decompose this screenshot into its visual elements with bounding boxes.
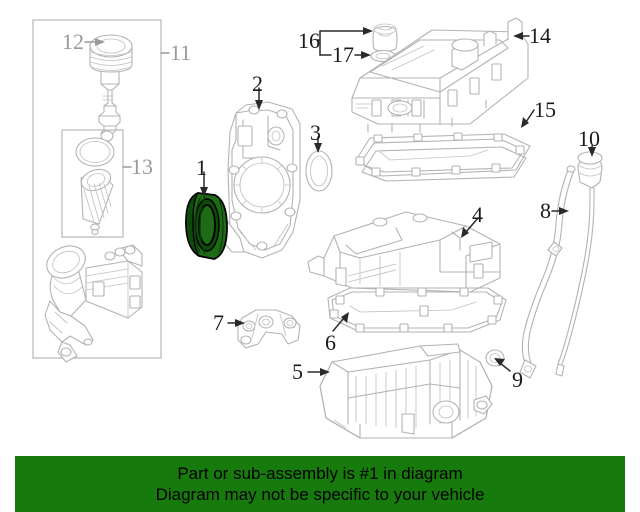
leader-16: [317, 27, 373, 56]
callout-2: 2: [252, 71, 263, 96]
banner-line-1: Part or sub-assembly is #1 in diagram: [177, 463, 463, 483]
callout-13: 13: [131, 154, 153, 179]
group-oil-filter-housing-assembly: [32, 19, 162, 363]
part-crankshaft-pulley-highlighted: [185, 192, 228, 260]
leader-7: [227, 319, 245, 327]
part-lower-oil-pan: [319, 343, 493, 439]
part-cylinder-head-cover: [351, 17, 529, 133]
leader-9: [494, 358, 511, 372]
part-dipstick-guide-tube: [519, 165, 576, 379]
banner-line-2: Diagram may not be specific to your vehi…: [155, 485, 485, 504]
callout-1: 1: [196, 155, 207, 180]
callout-14: 14: [529, 23, 551, 48]
leader-1: [200, 171, 208, 197]
callout-7: 7: [213, 310, 224, 335]
part-upper-oil-pan: [307, 211, 501, 293]
callout-12: 12: [62, 29, 84, 54]
leader-2: [255, 87, 263, 110]
callout-17: 17: [332, 42, 354, 67]
part-oil-filter-cap: [89, 34, 133, 142]
leader-6: [332, 312, 349, 332]
part-oil-filler-cap: [372, 23, 398, 53]
callout-10: 10: [578, 126, 600, 151]
callout-16: 16: [298, 28, 320, 53]
part-cylinder-head-cover-gasket: [355, 132, 531, 182]
leader-10: [588, 145, 596, 157]
callout-6: 6: [325, 330, 336, 355]
group-oil-filter-element-kit: [61, 129, 124, 238]
callout-8: 8: [540, 198, 551, 223]
highlight-note-banner: Part or sub-assembly is #1 in diagram Di…: [15, 456, 625, 512]
callout-9: 9: [512, 367, 523, 392]
leader-4: [461, 217, 479, 238]
part-oil-filter-housing-body: [44, 244, 143, 363]
callout-4: 4: [472, 202, 483, 227]
leader-15: [521, 109, 535, 128]
part-mounting-bracket: [237, 309, 301, 349]
part-front-crankshaft-seal: [305, 150, 333, 192]
callout-3: 3: [310, 120, 321, 145]
part-filter-o-ring: [75, 137, 115, 167]
callout-5: 5: [292, 359, 303, 384]
part-filter-element: [80, 168, 114, 225]
part-oil-level-dipstick: [555, 151, 603, 377]
leader-3: [314, 136, 322, 153]
part-timing-case-cover: [221, 101, 301, 259]
leader-5: [307, 368, 330, 376]
leader-8: [551, 207, 569, 215]
leader-14: [513, 32, 530, 40]
leader-17: [354, 51, 371, 59]
callout-11: 11: [170, 40, 192, 65]
callout-15: 15: [534, 97, 556, 122]
leader-12: [84, 38, 105, 46]
part-oil-pan-gasket: [327, 287, 507, 333]
